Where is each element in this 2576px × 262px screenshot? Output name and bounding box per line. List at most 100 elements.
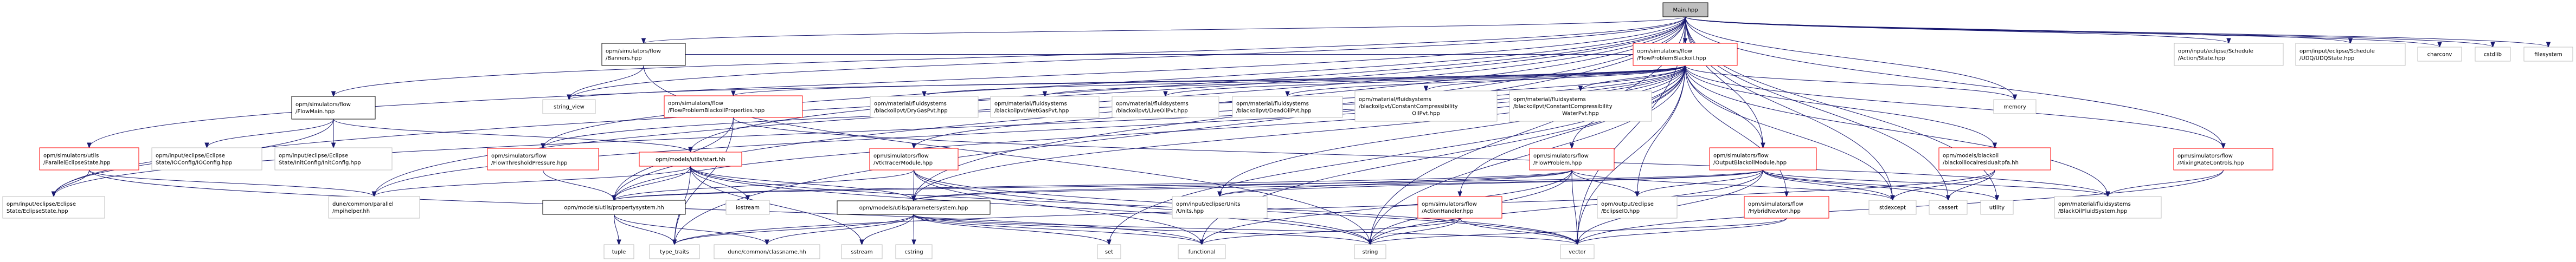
node-label: /EclipseIO.hpp [1601, 208, 1640, 214]
edge-line [53, 65, 1686, 197]
node-fpbprops[interactable]: opm/simulators/flow/FlowProblemBlackoilP… [664, 95, 803, 118]
node-box [1597, 196, 1678, 219]
node-label: /FlowProblemBlackoilProperties.hpp [668, 108, 765, 114]
arrowhead-icon [371, 191, 377, 198]
node-ioconfig: opm/input/eclipse/EclipseState/IOConfig/… [151, 147, 262, 171]
node-box [1354, 90, 1498, 122]
edge-flowmain-to-ioconfig [204, 119, 334, 149]
node-box [1744, 196, 1829, 219]
node-box [542, 99, 596, 114]
node-label: Main.hpp [1673, 8, 1698, 14]
arrowhead-icon [1367, 239, 1373, 246]
edge-line [1685, 16, 2440, 48]
node-label: vector [1569, 250, 1586, 256]
edge-line [1460, 218, 1578, 245]
edge-start-to-propsys [612, 166, 691, 201]
node-label: opm/simulators/flow [1637, 49, 1692, 55]
arrowhead-icon [2221, 143, 2226, 149]
arrowhead-icon [1992, 142, 1997, 149]
arrowhead-icon [765, 239, 769, 246]
node-start[interactable]: opm/models/utils/start.hh [639, 152, 742, 167]
arrowhead-icon [51, 191, 56, 198]
node-outputbo[interactable]: opm/simulators/flow/OutputBlackoilModule… [1709, 147, 1817, 171]
node-label: opm/simulators/flow [491, 153, 547, 159]
node-box [2295, 43, 2406, 66]
edge-outputbo-to-units [1217, 169, 1763, 198]
node-label: dune/common/classname.hh [728, 250, 806, 256]
edge-line [1370, 65, 1686, 245]
edge-line [1637, 169, 1763, 197]
edge-line [207, 119, 334, 148]
node-udqstate: opm/input/eclipse/Schedule/UDQ/UDQState.… [2295, 43, 2406, 66]
node-banners[interactable]: opm/simulators/flow/Banners.hpp [601, 43, 686, 66]
node-bolrtpfa[interactable]: opm/models/blackoil/blackoillocalresidua… [1938, 147, 2051, 171]
edge-main-to-flowmain [331, 16, 1686, 97]
node-propsys[interactable]: opm/models/utils/propertysystem.hh [542, 200, 686, 215]
node-string: string [1354, 244, 1386, 259]
node-label: /OutputBlackoilModule.hpp [1713, 160, 1787, 166]
node-hybridnewton[interactable]: opm/simulators/flow/HybridNewton.hpp [1744, 196, 1829, 219]
edge-line [569, 65, 644, 100]
arrowhead-icon [672, 239, 677, 246]
node-mixing[interactable]: opm/simulators/flow/MixingRateControls.h… [2173, 148, 2273, 171]
node-main[interactable]: Main.hpp [1662, 2, 1708, 17]
node-label: opm/models/utils/propertysystem.hh [564, 205, 664, 211]
node-actionhandler[interactable]: opm/simulators/flow/ActionHandler.hpp [1417, 196, 1502, 219]
node-box [1232, 96, 1343, 118]
arrowhead-icon [911, 143, 916, 149]
arrowhead-icon [1890, 195, 1895, 201]
node-label: filesystem [2534, 52, 2562, 58]
node-box [1929, 200, 1968, 215]
arrowhead-icon [1107, 239, 1112, 246]
edge-start-to-string [690, 166, 1373, 246]
arrowhead-icon [612, 195, 616, 201]
edge-line [914, 169, 1202, 245]
node-label: /FlowMain.hpp [295, 109, 335, 115]
node-label: cstring [904, 250, 923, 256]
edge-actionhandler-to-functional [1199, 218, 1460, 246]
node-label: string [1363, 250, 1378, 256]
edge-line [690, 166, 1578, 245]
node-label: /blackoilpvt/LiveOilPvt.hpp [1116, 108, 1188, 114]
edge-line [1685, 16, 2549, 48]
node-box [1172, 196, 1268, 219]
node-label: State/IOConfig/IOConfig.hpp [156, 160, 232, 166]
node-fpb[interactable]: opm/simulators/flow/FlowProblemBlackoil.… [1633, 43, 1738, 66]
arrowhead-icon [1457, 191, 1462, 198]
node-label: opm/material/fluidsystems [994, 101, 1067, 107]
node-stdexcept: stdexcept [1868, 200, 1917, 215]
node-eclipseio: opm/output/eclipse/EclipseIO.hpp [1597, 196, 1678, 219]
edge-line [569, 65, 1686, 100]
node-box [1560, 244, 1595, 259]
node-label: opm/simulators/flow [2177, 153, 2233, 159]
node-flowmain[interactable]: opm/simulators/flow/FlowMain.hpp [291, 96, 376, 120]
edge-line [674, 169, 1995, 245]
node-label: /VtkTracerModule.hpp [873, 160, 933, 166]
edge-line [1370, 169, 1763, 245]
edge-fpb-to-drygas [922, 65, 1686, 97]
edge-outputbo-to-bofs [1763, 169, 2110, 198]
edge-line [614, 169, 1763, 201]
node-paramsys[interactable]: opm/models/utils/parametersystem.hpp [837, 200, 991, 215]
edge-propsys-to-classname [614, 214, 769, 246]
edge-fpb-to-units [1217, 65, 1686, 198]
node-box [1417, 196, 1502, 219]
edge-line [1571, 169, 1893, 201]
node-flowproblem[interactable]: opm/simulators/flow/FlowProblem.hpp [1529, 148, 1615, 171]
arrowhead-icon [1761, 142, 1765, 149]
node-box [664, 95, 803, 118]
edge-line [1685, 65, 2015, 100]
arrowhead-icon [1217, 191, 1222, 198]
node-label: opm/material/fluidsystems [1513, 97, 1586, 103]
node-label: opm/simulators/utils [43, 153, 99, 159]
edge-line [1571, 169, 1637, 197]
arrowhead-icon [922, 91, 927, 97]
edge-line [1219, 65, 1686, 197]
arrowhead-icon [1199, 239, 1204, 246]
edge-line [1577, 218, 1787, 245]
node-vtktracer[interactable]: opm/simulators/flow/VtkTracerModule.hpp [869, 148, 959, 171]
node-label: opm/simulators/flow [1533, 153, 1589, 159]
node-ftp[interactable]: opm/simulators/flow/FlowThresholdPressur… [487, 148, 599, 171]
node-pes[interactable]: opm/simulators/utils/ParallelEclipseStat… [39, 147, 139, 171]
edge-line [643, 16, 1686, 44]
